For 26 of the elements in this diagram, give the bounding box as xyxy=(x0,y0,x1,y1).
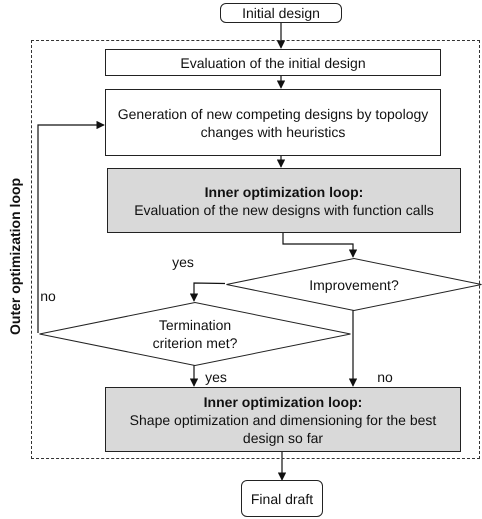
process-box xyxy=(105,387,461,452)
terminal-box xyxy=(241,480,323,517)
box-text: Generation of new competing designs by topology changes with heuristics xyxy=(116,104,430,140)
box-text: Termination criterion met? xyxy=(152,316,238,352)
box-heading: Inner optimization loop: xyxy=(204,182,364,200)
arrow xyxy=(276,23,286,49)
box-text: Final draft xyxy=(250,490,314,508)
box-text: Shape optimization and dimensioning for the best design so far xyxy=(128,410,438,446)
arrow xyxy=(278,451,286,481)
arrow xyxy=(276,155,286,168)
box-text: Evaluation of the new designs with function calls xyxy=(134,200,434,218)
process-box xyxy=(105,89,441,156)
box-heading: Inner optimization loop: xyxy=(204,392,362,410)
terminal-box xyxy=(220,3,342,23)
box-text: Improvement? xyxy=(309,276,399,294)
arrow xyxy=(276,75,286,89)
arrow xyxy=(190,282,226,302)
arrow xyxy=(282,232,358,258)
box-text: Initial design xyxy=(242,4,320,22)
arrow xyxy=(348,310,358,387)
arrow xyxy=(190,365,198,387)
process-box xyxy=(107,168,461,233)
loop-label: Outer optimization loop xyxy=(6,176,24,337)
box-text: Evaluation of the initial design xyxy=(180,54,366,72)
arrow xyxy=(37,120,105,333)
process-box xyxy=(105,49,441,76)
